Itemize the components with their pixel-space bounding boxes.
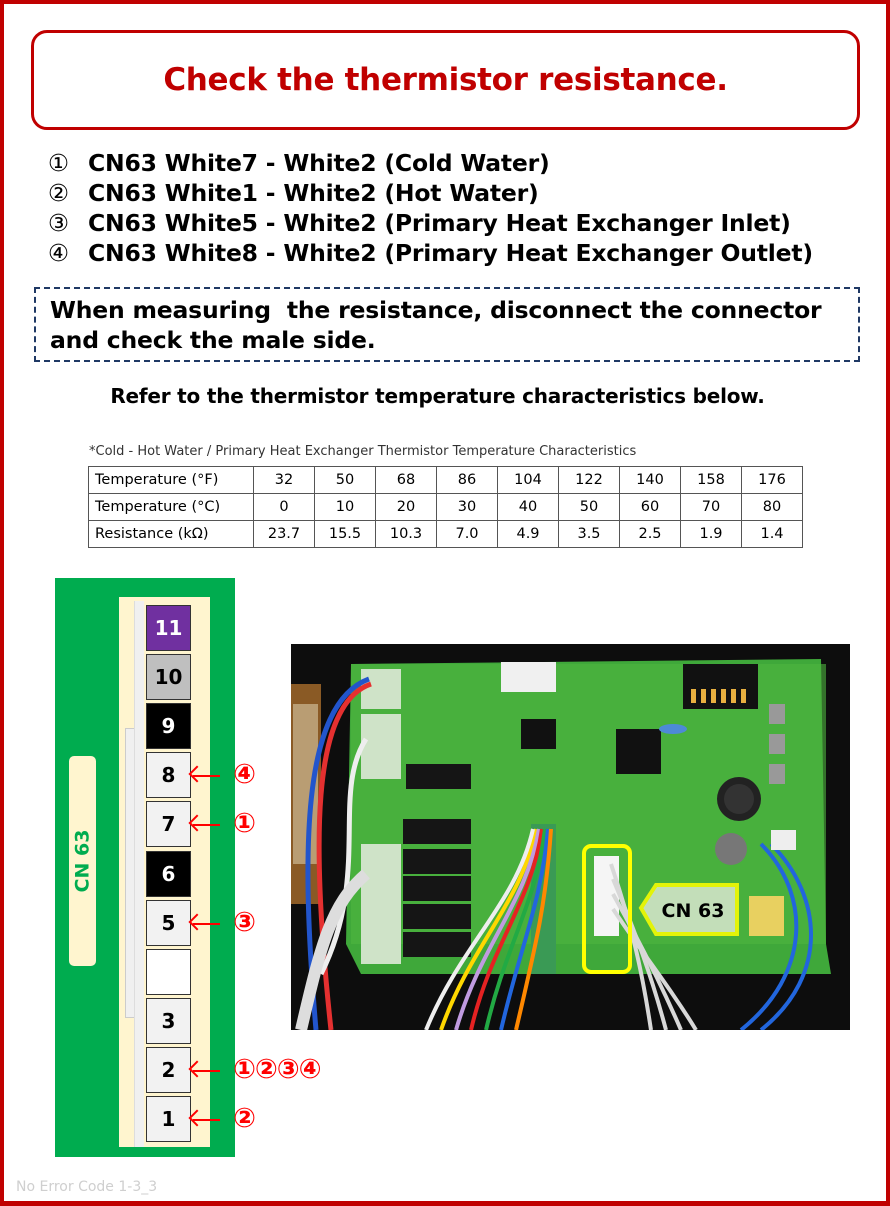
table-cell: 20	[375, 493, 437, 521]
connector-pin: 9	[146, 703, 191, 750]
cn63-callout	[638, 883, 739, 936]
pin-callout-marks: ③	[233, 906, 256, 938]
table-cell: 140	[619, 466, 681, 494]
note-line-2: and check the male side.	[50, 326, 376, 354]
connector-pin: 7	[146, 801, 191, 848]
pcb-photo: CN 63	[291, 644, 850, 1030]
cn63-highlight-box	[582, 844, 632, 974]
title-box: Check the thermistor resistance.	[31, 30, 860, 130]
table-cell: 1.9	[680, 520, 742, 548]
table-cell: 32	[253, 466, 315, 494]
connector-label: CN 63	[71, 829, 94, 893]
row-header: Resistance (kΩ)	[88, 520, 254, 548]
table-cell: 15.5	[314, 520, 376, 548]
row-header: Temperature (°C)	[88, 493, 254, 521]
table-cell: 1.4	[741, 520, 803, 548]
table-cell: 23.7	[253, 520, 315, 548]
table-cell: 0	[253, 493, 315, 521]
step-text: CN63 White7 - White2 (Cold Water)	[88, 149, 550, 177]
table-cell: 80	[741, 493, 803, 521]
table-cell: 2.5	[619, 520, 681, 548]
connector-pin: 10	[146, 654, 191, 701]
measurement-note: When measuring the resistance, disconnec…	[34, 287, 860, 362]
table-cell: 70	[680, 493, 742, 521]
arrow-left-icon	[193, 1069, 220, 1072]
table-cell: 40	[497, 493, 559, 521]
footer-code: No Error Code 1-3_3	[16, 1179, 158, 1195]
step-text: CN63 White5 - White2 (Primary Heat Excha…	[88, 209, 791, 237]
table-cell: 30	[436, 493, 498, 521]
table-cell: 10	[314, 493, 376, 521]
step-text: CN63 White8 - White2 (Primary Heat Excha…	[88, 239, 813, 267]
arrow-left-icon	[193, 922, 220, 925]
step-text: CN63 White1 - White2 (Hot Water)	[88, 179, 539, 207]
arrow-left-icon	[193, 775, 220, 778]
step-number: ④	[48, 239, 69, 267]
connector-pin: 8	[146, 752, 191, 799]
pin-callout-marks: ①	[233, 808, 256, 840]
connector-pin: 6	[146, 850, 191, 897]
cn63-callout-label: CN 63	[662, 900, 725, 922]
connector-pin: 11	[146, 605, 191, 651]
table-caption: *Cold - Hot Water / Primary Heat Exchang…	[89, 444, 637, 459]
connector-rail-inner	[134, 601, 144, 1147]
connector-pin	[146, 948, 191, 995]
pcb-photo-graphic: CN 63	[291, 644, 850, 1030]
pin-callout-marks: ①②③④	[233, 1053, 321, 1085]
row-header: Temperature (°F)	[88, 466, 254, 494]
step-item: ③ CN63 White5 - White2 (Primary Heat Exch…	[48, 208, 813, 238]
step-item: ④ CN63 White8 - White2 (Primary Heat Exch…	[48, 238, 813, 268]
arrow-left-icon	[193, 1119, 220, 1121]
connector-pin: 2	[146, 1046, 191, 1093]
connector-label-plate: CN 63	[69, 756, 96, 966]
step-item: ① CN63 White7 - White2 (Cold Water)	[48, 148, 813, 178]
table-cell: 4.9	[497, 520, 559, 548]
table-cell: 104	[497, 466, 559, 494]
connector-pin: 5	[146, 899, 191, 946]
page-title: Check the thermistor resistance.	[163, 62, 728, 98]
table-cell: 10.3	[375, 520, 437, 548]
pin-callout-marks: ④	[233, 759, 256, 791]
connector-pin: 1	[146, 1096, 191, 1142]
table-cell: 60	[619, 493, 681, 521]
table-cell: 158	[680, 466, 742, 494]
refer-text: Refer to the thermistor temperature char…	[110, 384, 765, 408]
step-item: ② CN63 White1 - White2 (Hot Water)	[48, 178, 813, 208]
table-cell: 3.5	[558, 520, 620, 548]
table-cell: 86	[436, 466, 498, 494]
table-cell: 68	[375, 466, 437, 494]
connector-pin: 3	[146, 997, 191, 1044]
table-cell: 122	[558, 466, 620, 494]
pin-callout-marks: ②	[233, 1103, 256, 1134]
step-number: ②	[48, 179, 69, 207]
table-cell: 176	[741, 466, 803, 494]
table-cell: 50	[558, 493, 620, 521]
note-line-1: When measuring the resistance, disconnec…	[50, 296, 822, 324]
step-list: ① CN63 White7 - White2 (Cold Water) ② CN63…	[48, 148, 813, 268]
table-cell: 50	[314, 466, 376, 494]
step-number: ③	[48, 209, 69, 237]
step-number: ①	[48, 149, 69, 177]
table-cell: 7.0	[436, 520, 498, 548]
arrow-left-icon	[193, 824, 220, 827]
